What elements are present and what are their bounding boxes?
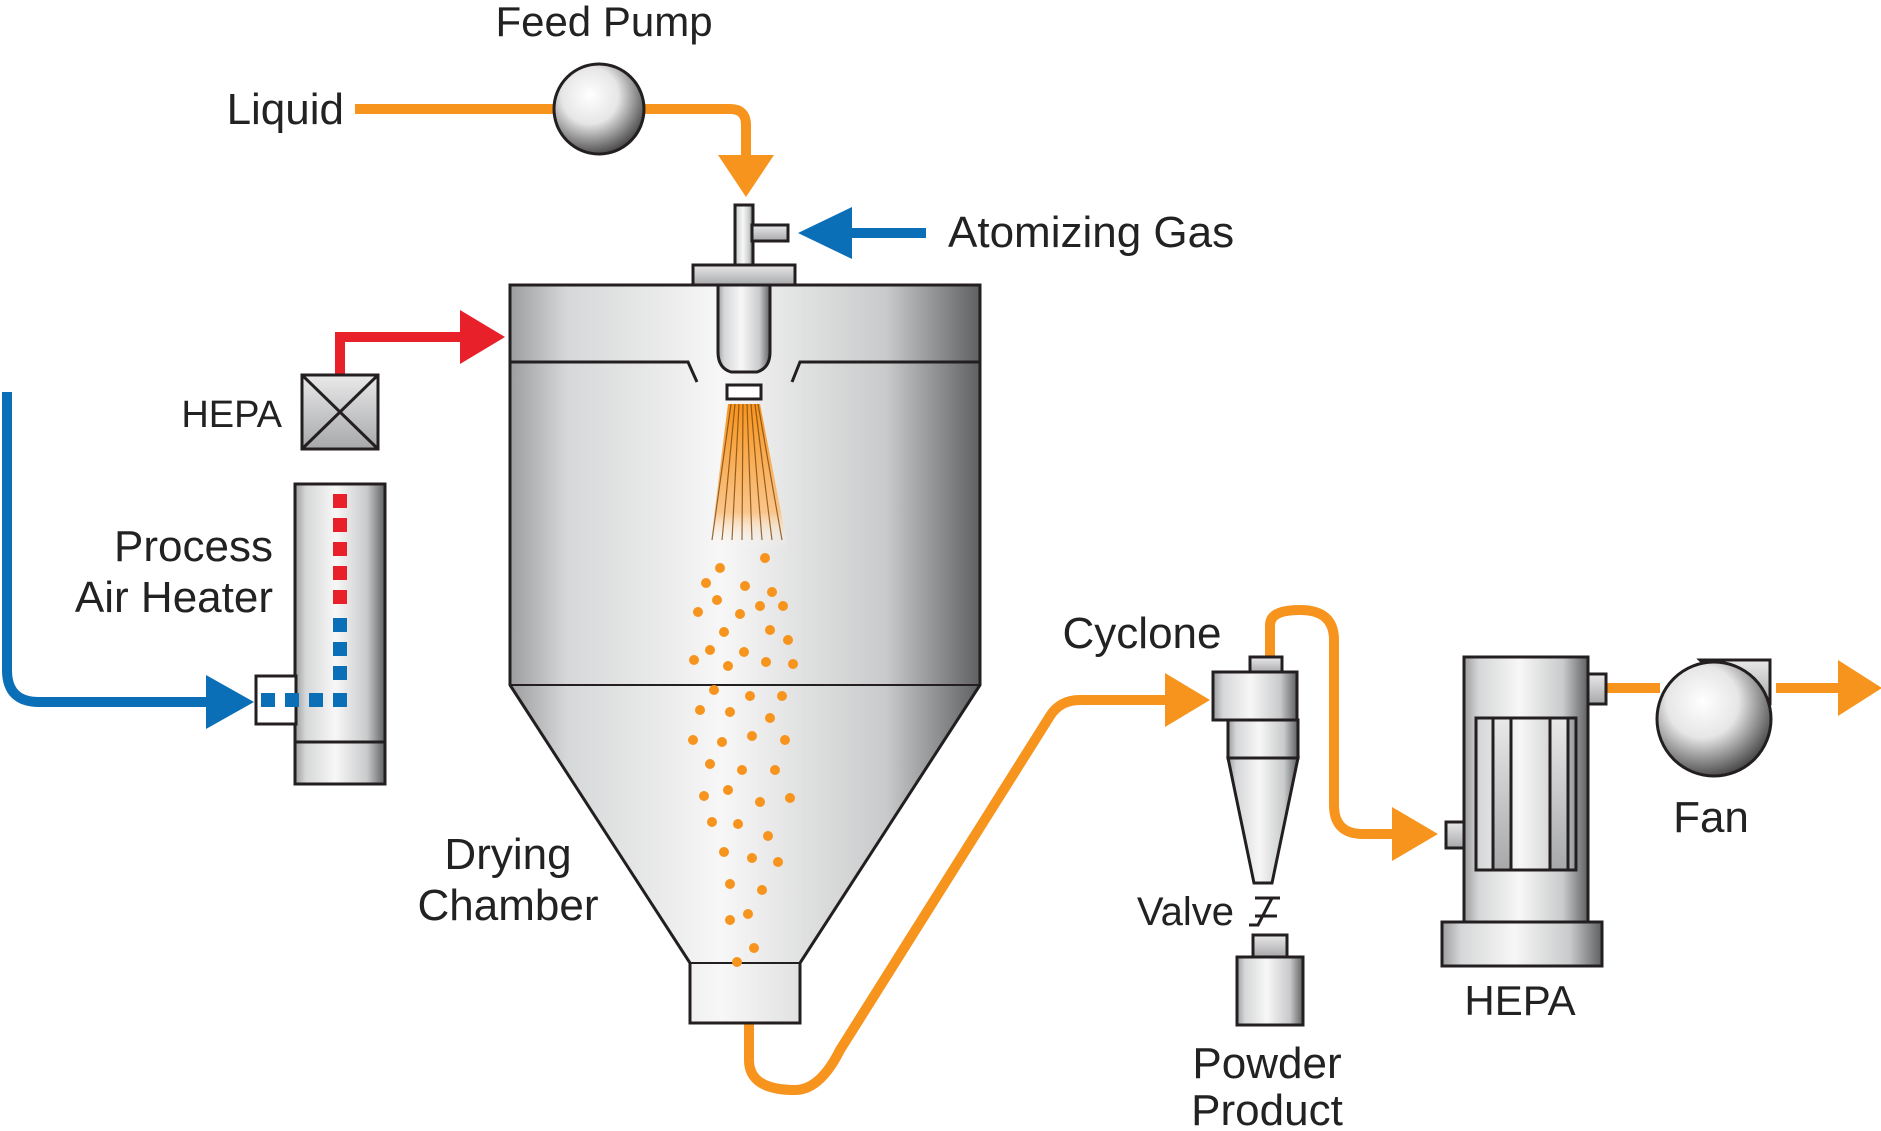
fan-icon (1655, 658, 1773, 778)
feed-pump-label: Feed Pump (495, 0, 712, 45)
valve-icon (1249, 896, 1280, 927)
liquid-line (355, 104, 751, 160)
spray-nozzle-icon (691, 203, 797, 401)
inlet-air-line (2, 392, 254, 729)
exhaust-arrow (1838, 660, 1881, 716)
atomizing-gas-label: Atomizing Gas (948, 208, 1234, 257)
hepa-inlet-label: HEPA (181, 394, 282, 436)
liquid-arrow (718, 155, 774, 197)
powder-product-container (1235, 933, 1305, 1027)
drying-chamber-label-line1: Drying (444, 830, 571, 879)
chamber-to-cyclone-line (744, 673, 1210, 1096)
droplets (688, 553, 798, 967)
process-air-heater (254, 482, 387, 786)
hepa-outlet-label: HEPA (1464, 977, 1575, 1024)
liquid-label: Liquid (227, 85, 344, 134)
hepa-filter-unit (1440, 655, 1608, 968)
process-air-heater-label-line2: Air Heater (75, 573, 273, 622)
atomizing-gas-arrow (798, 207, 926, 259)
spray-cone (710, 403, 788, 548)
drying-chamber-label-line2: Chamber (418, 881, 599, 930)
pump-icon (552, 62, 646, 156)
cyclone-label: Cyclone (1063, 609, 1222, 658)
cyclone-to-hepa-line (1265, 604, 1438, 861)
valve-label: Valve (1137, 890, 1234, 934)
powder-product-label-line1: Powder (1192, 1039, 1341, 1088)
cyclone (1211, 655, 1300, 885)
fan-label: Fan (1673, 793, 1749, 842)
hepa-filter-icon (300, 373, 380, 451)
process-air-heater-label-line1: Process (114, 522, 273, 571)
powder-product-label-line2: Product (1191, 1086, 1343, 1131)
